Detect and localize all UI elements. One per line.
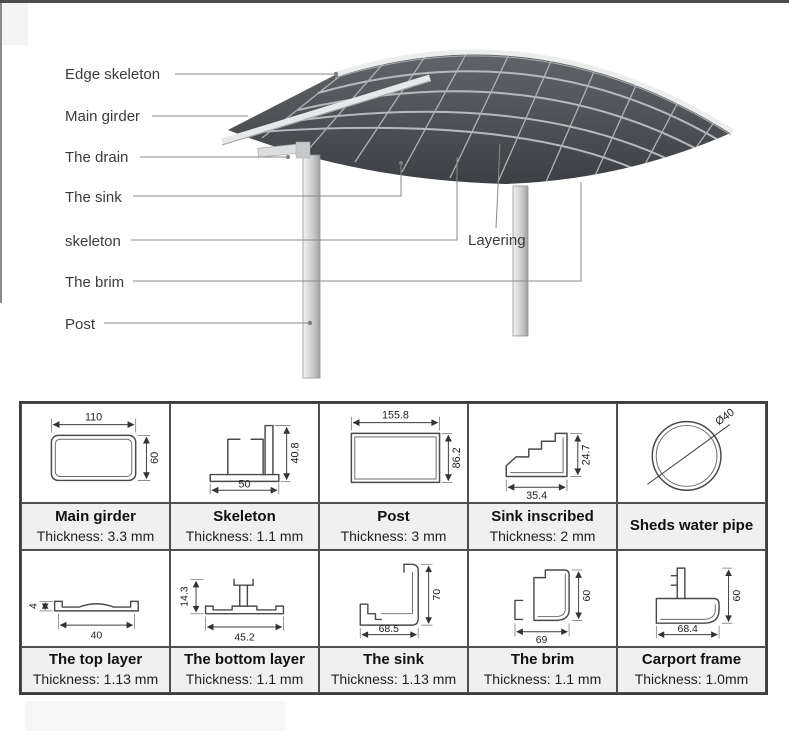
- label-sink-inscribed: Sink inscribed Thickness: 2 mm: [468, 503, 617, 550]
- label-skeleton: Skeleton Thickness: 1.1 mm: [170, 503, 319, 550]
- dim-width: 35.4: [526, 490, 547, 502]
- part-thickness: Thickness: 2 mm: [489, 527, 596, 544]
- dim-height: 70: [432, 589, 443, 601]
- dim-width: 69: [536, 635, 548, 646]
- dim-height: 24.7: [581, 444, 593, 465]
- profile-main-girder: 110 60: [21, 403, 170, 503]
- dim-height: 4: [29, 603, 40, 609]
- drain-bracket: [295, 141, 311, 159]
- part-thickness: Thickness: 1.0mm: [634, 671, 749, 688]
- label-carport-frame: Carport frame Thickness: 1.0mm: [617, 647, 766, 693]
- callout-label-skeleton: skeleton: [65, 233, 121, 250]
- page-shadow: [25, 701, 285, 731]
- part-thickness: Thickness: 1.1 mm: [483, 671, 602, 688]
- part-name: Post: [377, 507, 410, 525]
- part-name: The bottom layer: [184, 651, 305, 669]
- label-sheds-water-pipe: Sheds water pipe: [617, 503, 766, 550]
- label-post: Post Thickness: 3 mm: [319, 503, 468, 550]
- scan-corner-artifact: [2, 3, 28, 45]
- label-the-sink: The sink Thickness: 1.13 mm: [319, 647, 468, 693]
- callout-label-layering: Layering: [468, 232, 526, 249]
- label-the-brim: The brim Thickness: 1.1 mm: [468, 647, 617, 693]
- front-post: [302, 154, 321, 379]
- part-name: Carport frame: [641, 651, 742, 669]
- label-main-girder: Main girder Thickness: 3.3 mm: [21, 503, 170, 550]
- profile-carport-frame: 68.4 60: [617, 550, 766, 647]
- profile-the-sink: 68.5 70: [319, 550, 468, 647]
- callout-label-post: Post: [65, 316, 96, 333]
- part-name: The sink: [363, 651, 424, 669]
- canopy: [220, 49, 735, 185]
- profile-bottom-layer: 14.3 45.2: [170, 550, 319, 647]
- part-name: Skeleton: [213, 507, 276, 525]
- callout-label-edge-skeleton: Edge skeleton: [65, 66, 160, 83]
- callout-label-the-sink: The sink: [65, 189, 122, 206]
- dim-width: 45.2: [234, 632, 255, 643]
- back-post: [512, 185, 529, 337]
- dim-width: 68.5: [379, 624, 400, 635]
- profile-sink-inscribed: 35.4 24.7: [468, 403, 617, 503]
- part-thickness: Thickness: 3.3 mm: [36, 527, 155, 544]
- edge-skeleton-frame: [336, 49, 735, 135]
- part-thickness: Thickness: 1.1 mm: [185, 527, 304, 544]
- dim-height: 60: [582, 590, 593, 602]
- callout-label-the-brim: The brim: [65, 274, 124, 291]
- label-bottom-layer: The bottom layer Thickness: 1.1 mm: [170, 647, 319, 693]
- dim-width: 40: [91, 630, 103, 641]
- profile-spec-table: 110 60 50 40.8: [19, 401, 768, 695]
- part-thickness: Thickness: 3 mm: [340, 527, 447, 544]
- profile-sheds-water-pipe: Ø40: [617, 403, 766, 503]
- part-name: The brim: [510, 651, 575, 669]
- callout-lines: [104, 71, 582, 326]
- carport-diagram: Edge skeleton Main girder The drain The …: [65, 49, 735, 379]
- part-name: Sink inscribed: [491, 507, 594, 525]
- drain-arm: [257, 143, 303, 158]
- dim-height: 60: [149, 452, 161, 464]
- profile-post: 155.8 86.2: [319, 403, 468, 503]
- part-name: Main girder: [55, 507, 136, 525]
- part-thickness: Thickness: 1.13 mm: [330, 671, 457, 688]
- callout-label-main-girder: Main girder: [65, 108, 140, 125]
- dim-width: 50: [239, 478, 251, 490]
- part-name: The top layer: [48, 651, 143, 669]
- dim-width: 155.8: [382, 410, 409, 422]
- dim-height: 40.8: [289, 443, 301, 464]
- profile-the-brim: 69 60: [468, 550, 617, 647]
- dim-diameter: Ø40: [713, 406, 737, 428]
- dim-height: 14.3: [180, 586, 191, 607]
- label-top-layer: The top layer Thickness: 1.13 mm: [21, 647, 170, 693]
- dim-height: 86.2: [451, 447, 463, 468]
- profile-skeleton: 50 40.8: [170, 403, 319, 503]
- scan-edge-left: [0, 3, 2, 303]
- main-girder-beam: [220, 74, 432, 146]
- profile-top-layer: 4 40: [21, 550, 170, 647]
- part-thickness: Thickness: 1.1 mm: [185, 671, 304, 688]
- dim-width: 68.4: [678, 624, 699, 635]
- part-thickness: Thickness: 1.13 mm: [32, 671, 159, 688]
- dim-height: 60: [732, 590, 743, 602]
- callout-label-the-drain: The drain: [65, 149, 128, 166]
- dim-width: 110: [85, 412, 102, 424]
- part-name: Sheds water pipe: [629, 517, 754, 535]
- scan-edge-top: [0, 0, 789, 3]
